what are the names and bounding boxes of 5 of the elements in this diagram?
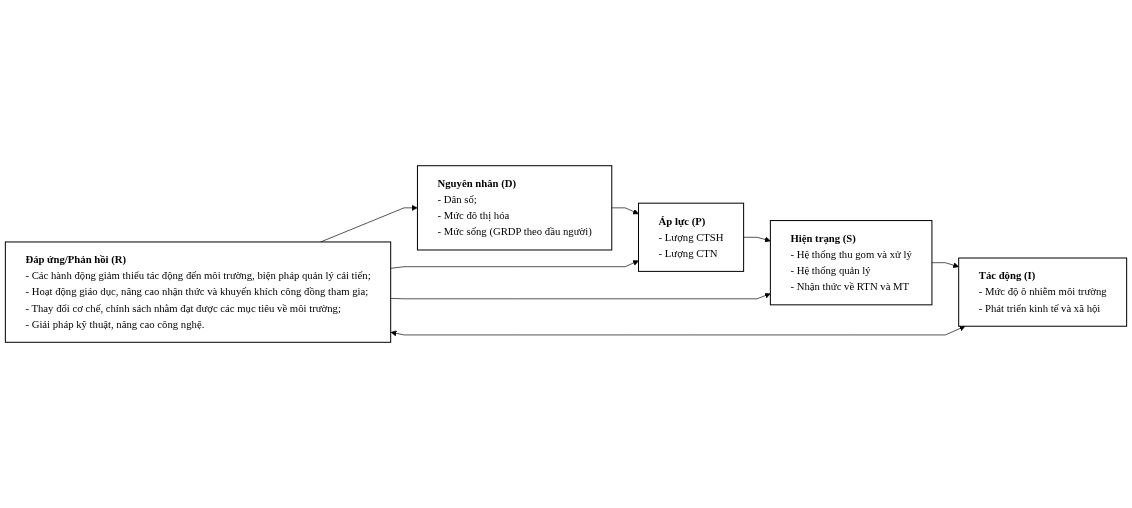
node-box: Hiện trạng (S) - Hệ thống thu gom và xử lý - Hệ thống quản lý - Nhận thức về RTN và MT xyxy=(769,220,933,306)
node-box: Tác động (I) - Mức độ ô nhiễm môi trường - Phát triển kinh tế và xã hội xyxy=(958,257,1128,327)
node-box: Nguyên nhân (D) - Dân số; - Mức đô thị hóa - Mức sống (GRDP theo đầu người) xyxy=(416,165,613,251)
node-box: Áp lực (P) - Lượng CTSH - Lượng CTN xyxy=(638,202,745,272)
node-box: Đáp ứng/Phản hồi (R) - Các hành động giảm thiểu tác động đến môi trường, biện pháp quản lý cải tiến; - Hoạt động giáo dục, nâng cao nhận thức và khuyến khích công đồng tham gia; - Thay đổi cơ chế, chính sách nhằm đạt được các mục tiêu về môi trường; - Giải pháp kỹ thuật, nâng cao công nghệ. xyxy=(4,241,392,343)
